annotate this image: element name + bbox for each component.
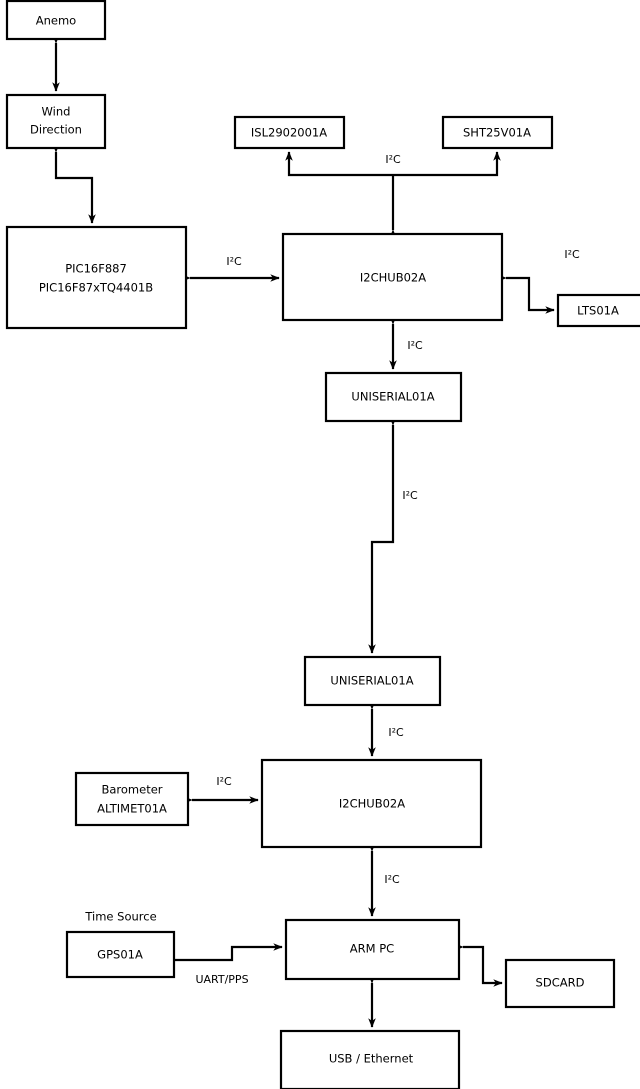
node-arm-pc[interactable]: ARM PC — [284, 918, 461, 981]
node-anemo[interactable]: Anemo — [5, 0, 107, 41]
edge-line — [52, 143, 96, 224]
node-label-sht25v01a: SHT25V01A — [463, 126, 531, 140]
node-label-arm-pc: ARM PC — [350, 942, 394, 956]
edge-gps01a-arm-pc — [174, 943, 283, 962]
node-sht25v01a[interactable]: SHT25V01A — [441, 115, 554, 150]
node-label-usb-ethernet: USB / Ethernet — [329, 1052, 414, 1066]
edge-label-i2c-pic-hub: I²C — [226, 255, 242, 268]
node-label-wind-direction-line1: Wind — [42, 105, 71, 119]
edge-line-to-sht — [393, 151, 501, 177]
node-label-barometer-line2: ALTIMET01A — [97, 802, 167, 816]
edge-line-to-isl — [285, 151, 393, 177]
edge-pic-wind-direction — [52, 143, 96, 224]
node-i2chub02a-bottom[interactable]: I2CHUB02A — [260, 758, 483, 849]
edge-label-i2c-hub-lts: I²C — [564, 248, 580, 261]
node-isl2902001a[interactable]: ISL2902001A — [233, 115, 346, 150]
node-box[interactable] — [260, 758, 483, 849]
node-box[interactable] — [324, 371, 463, 423]
edge-label-i2c-uniserial2-hub2: I²C — [388, 726, 404, 739]
node-lts01a[interactable]: LTS01A — [556, 293, 640, 328]
edge-label-i2c-hub-uniserial1: I²C — [407, 339, 423, 352]
edge-label-i2c-sensor-bus: I²C — [385, 153, 401, 166]
edge-line — [454, 943, 503, 987]
edge-line — [174, 943, 283, 962]
node-label-isl2902001a: ISL2902001A — [251, 126, 327, 140]
node-label-sdcard: SDCARD — [536, 976, 585, 990]
edge-label-i2c-barometer-hub2: I²C — [216, 775, 232, 788]
node-box[interactable] — [233, 115, 346, 150]
node-wind-direction[interactable]: Wind Direction — [5, 93, 107, 150]
node-gps01a[interactable]: GPS01A — [65, 930, 176, 979]
node-usb-ethernet[interactable]: USB / Ethernet — [279, 1029, 461, 1089]
node-i2chub02a-top[interactable]: I2CHUB02A — [281, 232, 504, 322]
node-box[interactable] — [279, 1029, 461, 1089]
node-box[interactable] — [284, 918, 461, 981]
node-label-barometer-line1: Barometer — [101, 783, 162, 797]
node-box[interactable] — [5, 225, 188, 330]
node-uniserial01a-lower[interactable]: UNISERIAL01A — [303, 655, 442, 707]
node-box[interactable] — [303, 655, 442, 707]
node-label-pic-line2: PIC16F87xTQ4401B — [39, 281, 153, 295]
node-uniserial01a-upper[interactable]: UNISERIAL01A — [324, 371, 463, 423]
node-box[interactable] — [441, 115, 554, 150]
node-pic-microcontroller[interactable]: PIC16F887 PIC16F87xTQ4401B — [5, 225, 188, 330]
node-box[interactable] — [504, 958, 616, 1009]
node-label-lts01a: LTS01A — [577, 304, 619, 318]
edge-uniserial-1-uniserial-2 — [368, 416, 397, 654]
edge-line — [368, 416, 397, 654]
node-label-wind-direction-line2: Direction — [30, 123, 82, 137]
edges-layer — [52, 34, 555, 1028]
node-box[interactable] — [5, 0, 107, 41]
node-box[interactable] — [281, 232, 504, 322]
node-barometer-altimet01a[interactable]: Barometer ALTIMET01A — [74, 771, 190, 827]
edge-line — [497, 274, 555, 314]
node-label-anemo: Anemo — [36, 14, 76, 28]
nodes-layer: Anemo Wind Direction PIC16F887 PIC16F87x… — [5, 0, 640, 1089]
node-box[interactable] — [5, 93, 107, 150]
node-label-i2chub02a-bottom: I2CHUB02A — [339, 797, 405, 811]
node-box[interactable] — [556, 293, 640, 328]
node-label-pic-line1: PIC16F887 — [65, 262, 127, 276]
edge-arm-pc-sdcard — [454, 943, 503, 987]
label-time-source: Time Source — [84, 910, 156, 924]
node-label-uniserial01a-lower: UNISERIAL01A — [330, 674, 413, 688]
node-label-gps01a: GPS01A — [97, 948, 143, 962]
node-box[interactable] — [74, 771, 190, 827]
edge-i2chub-top-lts01a — [497, 274, 555, 314]
edge-i2chub-top-sensor-bus — [285, 151, 501, 239]
edge-label-uart-pps: UART/PPS — [195, 973, 248, 986]
labels-layer: I²C I²C I²C I²C I²C I²C I²C I²C UART/PPS… — [84, 153, 580, 986]
edge-label-i2c-uniserial1-uniserial2: I²C — [402, 489, 418, 502]
node-label-uniserial01a-upper: UNISERIAL01A — [351, 390, 434, 404]
node-box[interactable] — [65, 930, 176, 979]
edge-label-i2c-hub2-armpc: I²C — [384, 873, 400, 886]
node-label-i2chub02a-top: I2CHUB02A — [360, 271, 426, 285]
node-sdcard[interactable]: SDCARD — [504, 958, 616, 1009]
